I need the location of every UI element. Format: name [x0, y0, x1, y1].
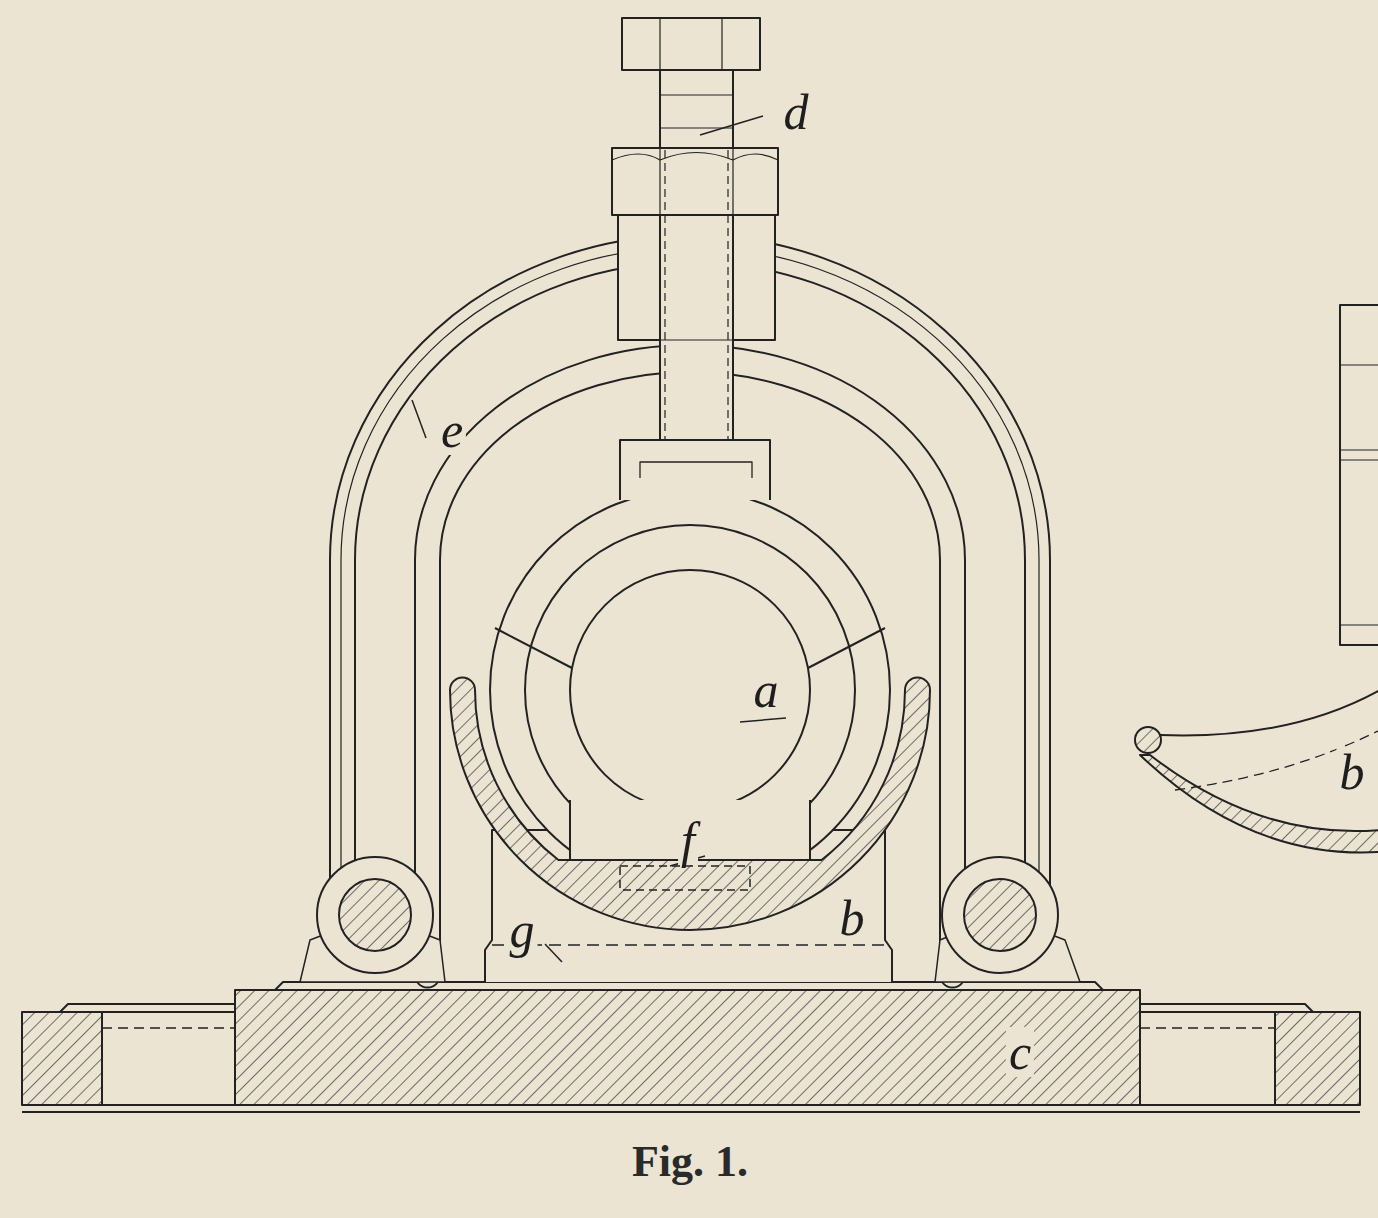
side-view-fragment — [1135, 305, 1378, 853]
callout-letter: e — [438, 405, 466, 455]
base-plate — [22, 982, 1360, 1112]
callout-letter: c — [1006, 1027, 1034, 1077]
key-slot — [620, 866, 750, 890]
callout-letter: g — [507, 905, 538, 955]
callout-letter: f — [678, 815, 698, 865]
leader-line — [412, 116, 786, 962]
callout-letter: b — [837, 893, 868, 943]
callout-letter: d — [781, 87, 812, 137]
callout-letter: b — [1337, 747, 1368, 797]
adjusting-bolt — [612, 18, 778, 462]
callout-letter: a — [751, 665, 782, 715]
inner-frame — [415, 345, 965, 988]
figure-caption: Fig. 1. — [632, 1140, 748, 1184]
bearing-housing — [490, 440, 890, 890]
